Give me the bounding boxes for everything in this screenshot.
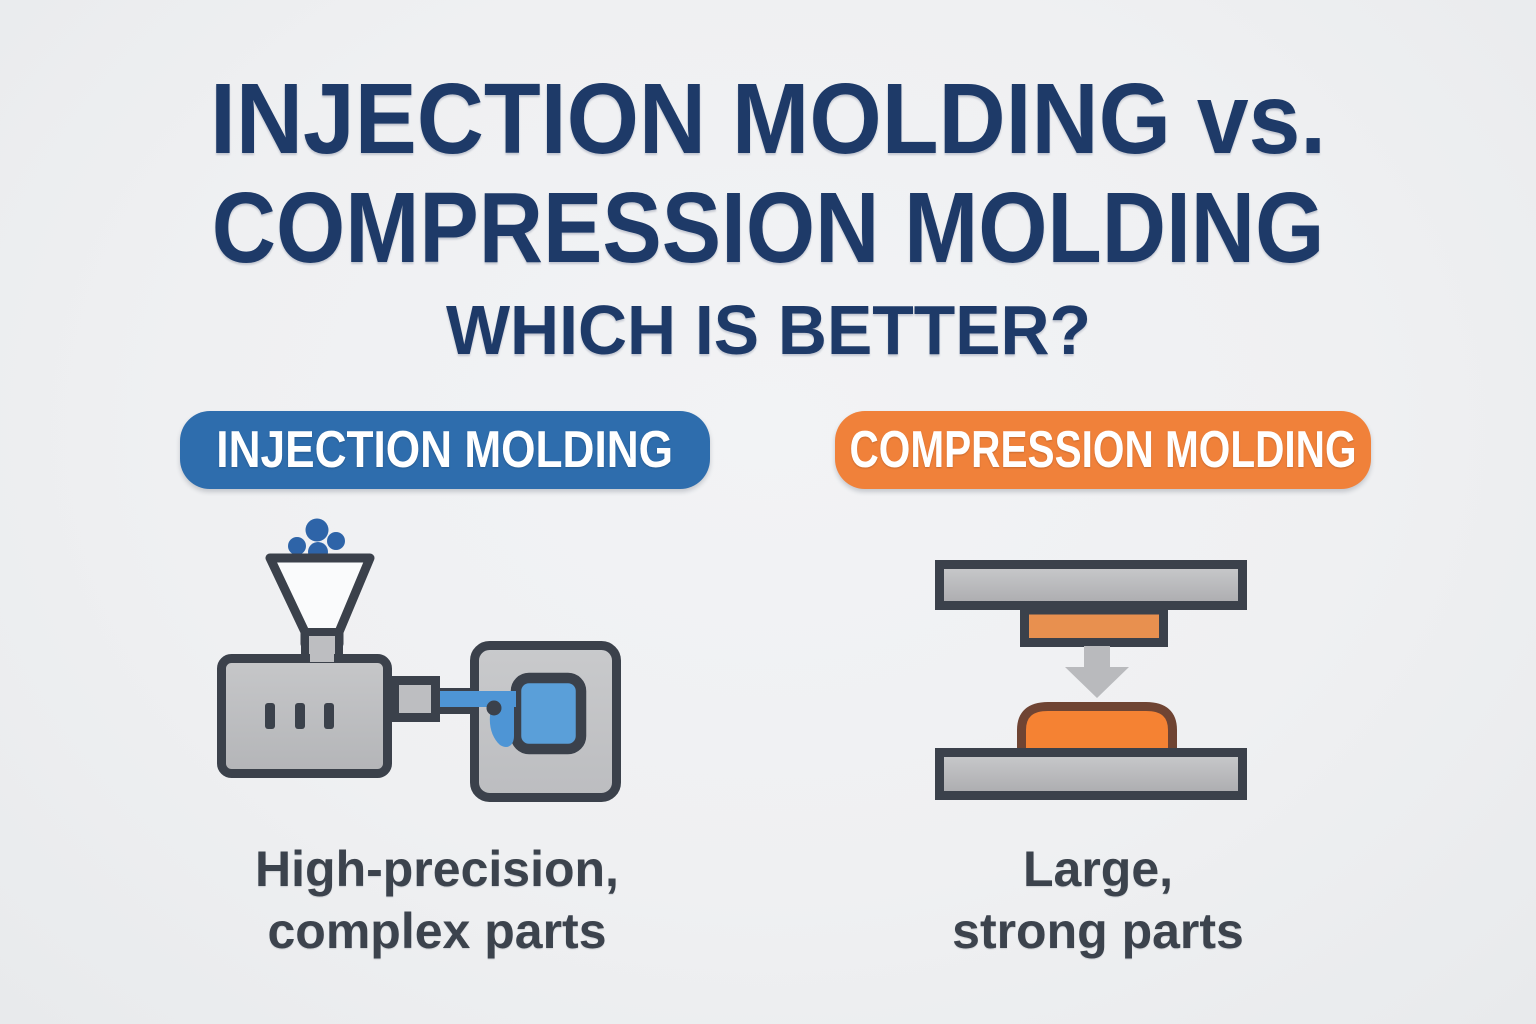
title-line-2: COMPRESSION MOLDING bbox=[211, 172, 1325, 284]
bottom-platen bbox=[935, 748, 1247, 800]
compression-caption-line-1: Large, bbox=[1022, 841, 1174, 897]
gate-dot bbox=[486, 700, 502, 716]
title-line-1: INJECTION MOLDING vs. bbox=[209, 63, 1327, 175]
title-line-3: WHICH IS BETTER? bbox=[445, 291, 1091, 369]
injection-molding-badge-label: INJECTION MOLDING bbox=[216, 421, 674, 479]
compression-molding-badge: COMPRESSION MOLDING bbox=[835, 411, 1371, 489]
injection-caption-line-2: complex parts bbox=[267, 903, 607, 959]
injection-molding-machine-icon bbox=[217, 518, 621, 802]
injection-caption: High-precision, complex parts bbox=[187, 838, 687, 962]
injection-caption-line-1: High-precision, bbox=[255, 841, 619, 897]
compression-caption-line-2: strong parts bbox=[952, 903, 1244, 959]
press-down-arrow-icon bbox=[1065, 646, 1129, 698]
machine-vent-bars bbox=[265, 703, 334, 729]
injection-molding-badge: INJECTION MOLDING bbox=[180, 411, 710, 489]
compression-caption: Large, strong parts bbox=[848, 838, 1348, 962]
mold-cavity-filled bbox=[510, 672, 587, 755]
upper-mold-charge bbox=[1020, 605, 1168, 647]
compression-molding-badge-label: COMPRESSION MOLDING bbox=[849, 421, 1357, 479]
compression-molding-press-icon bbox=[935, 560, 1247, 800]
nozzle bbox=[390, 676, 440, 722]
molded-part bbox=[1017, 702, 1177, 761]
top-platen bbox=[935, 560, 1247, 610]
